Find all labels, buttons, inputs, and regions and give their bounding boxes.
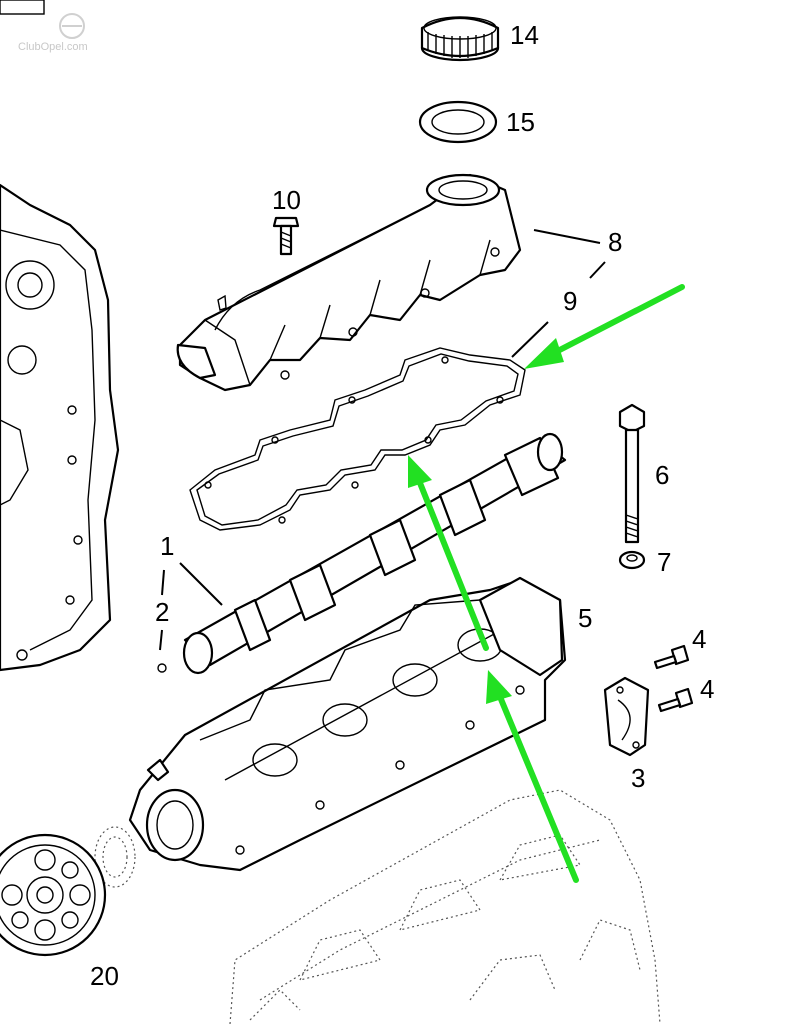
arrow-to-gasket-head	[524, 338, 564, 369]
arrow-to-housing-head	[486, 670, 512, 704]
housing-bolt	[618, 403, 646, 544]
callout-3: 3	[631, 763, 645, 793]
callout-6: 6	[655, 460, 669, 490]
timing-cover	[0, 183, 120, 672]
callout-10: 10	[272, 185, 301, 215]
callout-1: 1	[160, 531, 174, 561]
plate-screw-lower	[657, 687, 694, 713]
callout-15: 15	[506, 107, 535, 137]
arrow-to-camshaft	[415, 475, 489, 651]
cam-cover	[176, 173, 522, 392]
bolt-washer	[618, 550, 646, 570]
callout-7: 7	[657, 547, 671, 577]
camshaft-sprocket	[0, 833, 107, 957]
front-oil-seal	[94, 826, 136, 888]
callout-4-upper: 4	[692, 624, 706, 654]
leader-lines	[159, 229, 606, 651]
cover-bolt	[272, 216, 300, 256]
plate-screw-upper	[653, 644, 690, 670]
highlight-arrows	[408, 284, 685, 883]
callout-8: 8	[608, 227, 622, 257]
arrow-to-gasket	[545, 284, 685, 359]
arrow-to-camshaft-head	[408, 455, 432, 488]
callout-14: 14	[510, 20, 539, 50]
thrust-plate	[603, 676, 650, 757]
camshaft	[182, 432, 567, 675]
oil-filler-cap	[420, 16, 500, 62]
camshaft-housing	[128, 576, 567, 872]
cap-seal-ring	[418, 100, 498, 144]
arrow-to-housing	[495, 689, 579, 883]
watermark-logo: ClubOpel.com	[0, 0, 88, 53]
watermark-text: ClubOpel.com	[18, 41, 88, 53]
dowel-pin	[157, 663, 167, 673]
callout-2: 2	[155, 597, 169, 627]
cam-cover-gasket	[189, 347, 526, 531]
callout-4-lower: 4	[700, 674, 714, 704]
callout-20: 20	[90, 961, 119, 991]
callout-9: 9	[563, 286, 577, 316]
callout-5: 5	[578, 603, 592, 633]
